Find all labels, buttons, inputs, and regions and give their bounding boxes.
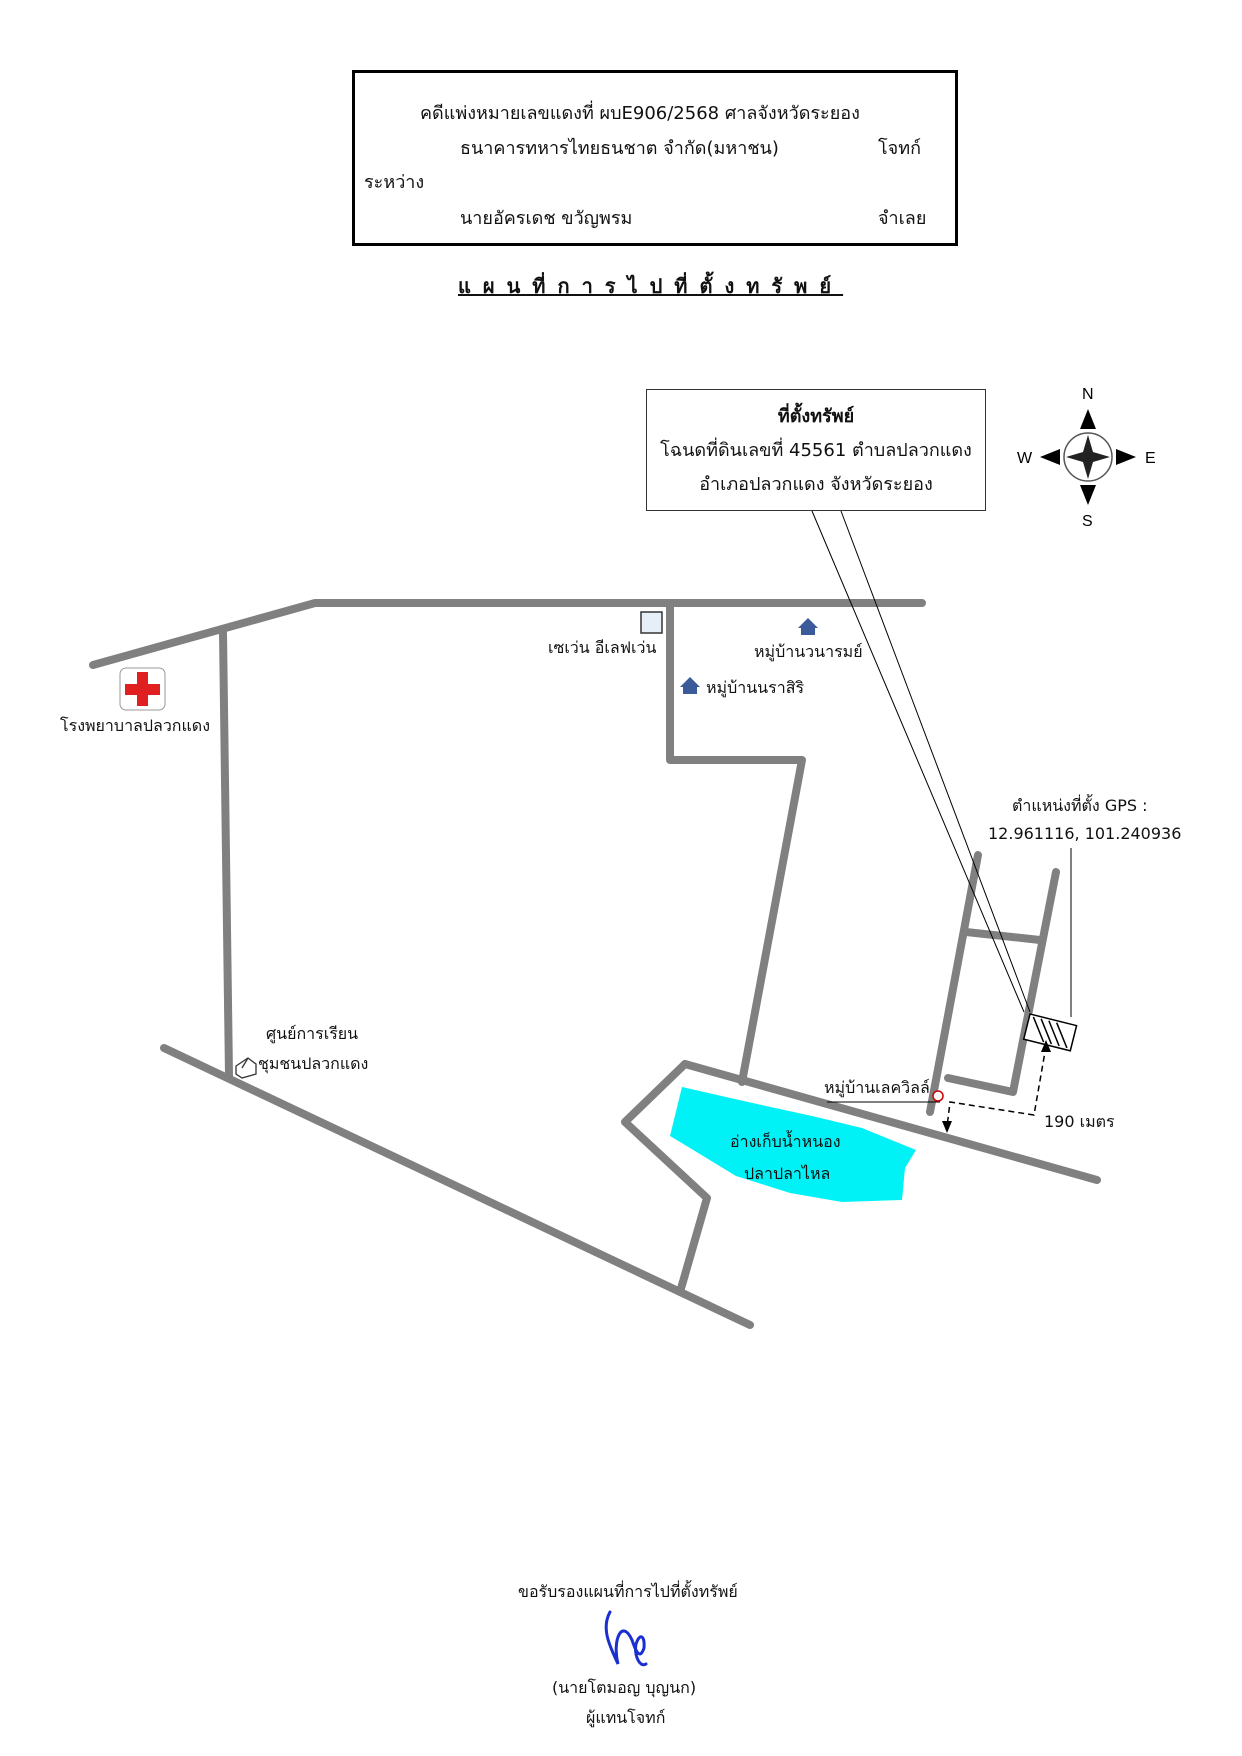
road-main-diagonal: [160, 1044, 754, 1329]
seven-eleven-label: เซเว่น อีเลฟเว่น: [548, 638, 657, 657]
distance-route: [946, 1045, 1047, 1128]
road-east-left: [926, 851, 982, 1116]
defendant-role: จำเลย: [878, 208, 927, 229]
gps-label: ตำแหน่งที่ตั้ง GPS :: [1012, 796, 1148, 815]
reservoir-shape: [670, 1087, 916, 1202]
case-header-box: [352, 70, 958, 246]
house-icon-wanarom: [798, 618, 818, 635]
distance-arrow-down: [942, 1121, 952, 1133]
reservoir-label-1: อ่างเก็บน้ำหนอง: [730, 1132, 841, 1151]
village-narasiri-label: หมู่บ้านนราสิริ: [706, 678, 805, 697]
house-icon-narasiri: [680, 677, 700, 694]
distance-label: 190 เมตร: [1044, 1112, 1115, 1131]
map-title: แผนที่การไปที่ตั้งทรัพย์: [458, 274, 844, 298]
compass-e: E: [1145, 450, 1156, 467]
signer-role: ผู้แทนโจทก์: [586, 1708, 666, 1727]
certify-text: ขอรับรองแผนที่การไปที่ตั้งทรัพย์: [518, 1582, 738, 1601]
road-top: [89, 599, 926, 669]
compass-n: N: [1082, 386, 1094, 403]
road-east-cross: [962, 928, 1044, 944]
signature-mark: [604, 1610, 648, 1667]
case-number-line: คดีแพ่งหมายเลขแดงที่ ผบE906/2568 ศาลจังห…: [420, 103, 860, 124]
road-east-right: [944, 868, 1060, 1096]
site-title: ที่ตั้งทรัพย์: [777, 406, 855, 427]
pointer-lines: [811, 510, 1072, 1103]
between-label: ระหว่าง: [364, 172, 425, 193]
compass-rose: [1040, 409, 1136, 505]
road-reservoir-south: [681, 1060, 1101, 1184]
learning-center-label-1: ศูนย์การเรียน: [266, 1024, 359, 1043]
hospital-icon: [119, 667, 166, 711]
plaintiff-name: ธนาคารทหารไทยธนชาต จำกัด(มหาชน): [460, 138, 779, 159]
reservoir-label-2: ปลาปลาไหล: [744, 1164, 831, 1183]
roads: [89, 599, 1101, 1329]
seven-eleven-icon: [640, 611, 663, 634]
site-district-line: อำเภอปลวกแดง จังหวัดระยอง: [699, 474, 933, 495]
village-wanarom-label: หมู่บ้านวนารมย์: [754, 642, 863, 661]
school-icon: [235, 1057, 257, 1079]
road-hospital-north-south: [219, 629, 233, 1080]
village-lakeville-label: หมู่บ้านเลควิลล์: [824, 1078, 930, 1097]
hospital-label: โรงพยาบาลปลวกแดง: [60, 716, 210, 735]
compass-w: W: [1017, 450, 1033, 467]
signer-name: (นายโตมอญ บุญนก): [552, 1678, 697, 1697]
property-parcel: [1022, 1013, 1078, 1052]
road-reservoir-loop: [621, 1060, 711, 1296]
learning-center-label-2: ชุมชนปลวกแดง: [258, 1054, 369, 1073]
site-deed-line: โฉนดที่ดินเลขที่ 45561 ตำบลปลวกแดง: [660, 440, 972, 461]
site-info-box: ที่ตั้งทรัพย์ โฉนดที่ดินเลขที่ 45561 ตำบ…: [646, 389, 986, 511]
compass-s: S: [1082, 513, 1093, 530]
plaintiff-role: โจทก์: [878, 138, 921, 159]
defendant-name: นายอัครเดช ขวัญพรม: [460, 208, 633, 229]
lakeville-marker: [932, 1090, 944, 1102]
road-seven-eleven: [666, 599, 806, 1086]
distance-arrow-up: [1041, 1040, 1051, 1052]
gps-coordinates: 12.961116, 101.240936: [988, 824, 1182, 843]
